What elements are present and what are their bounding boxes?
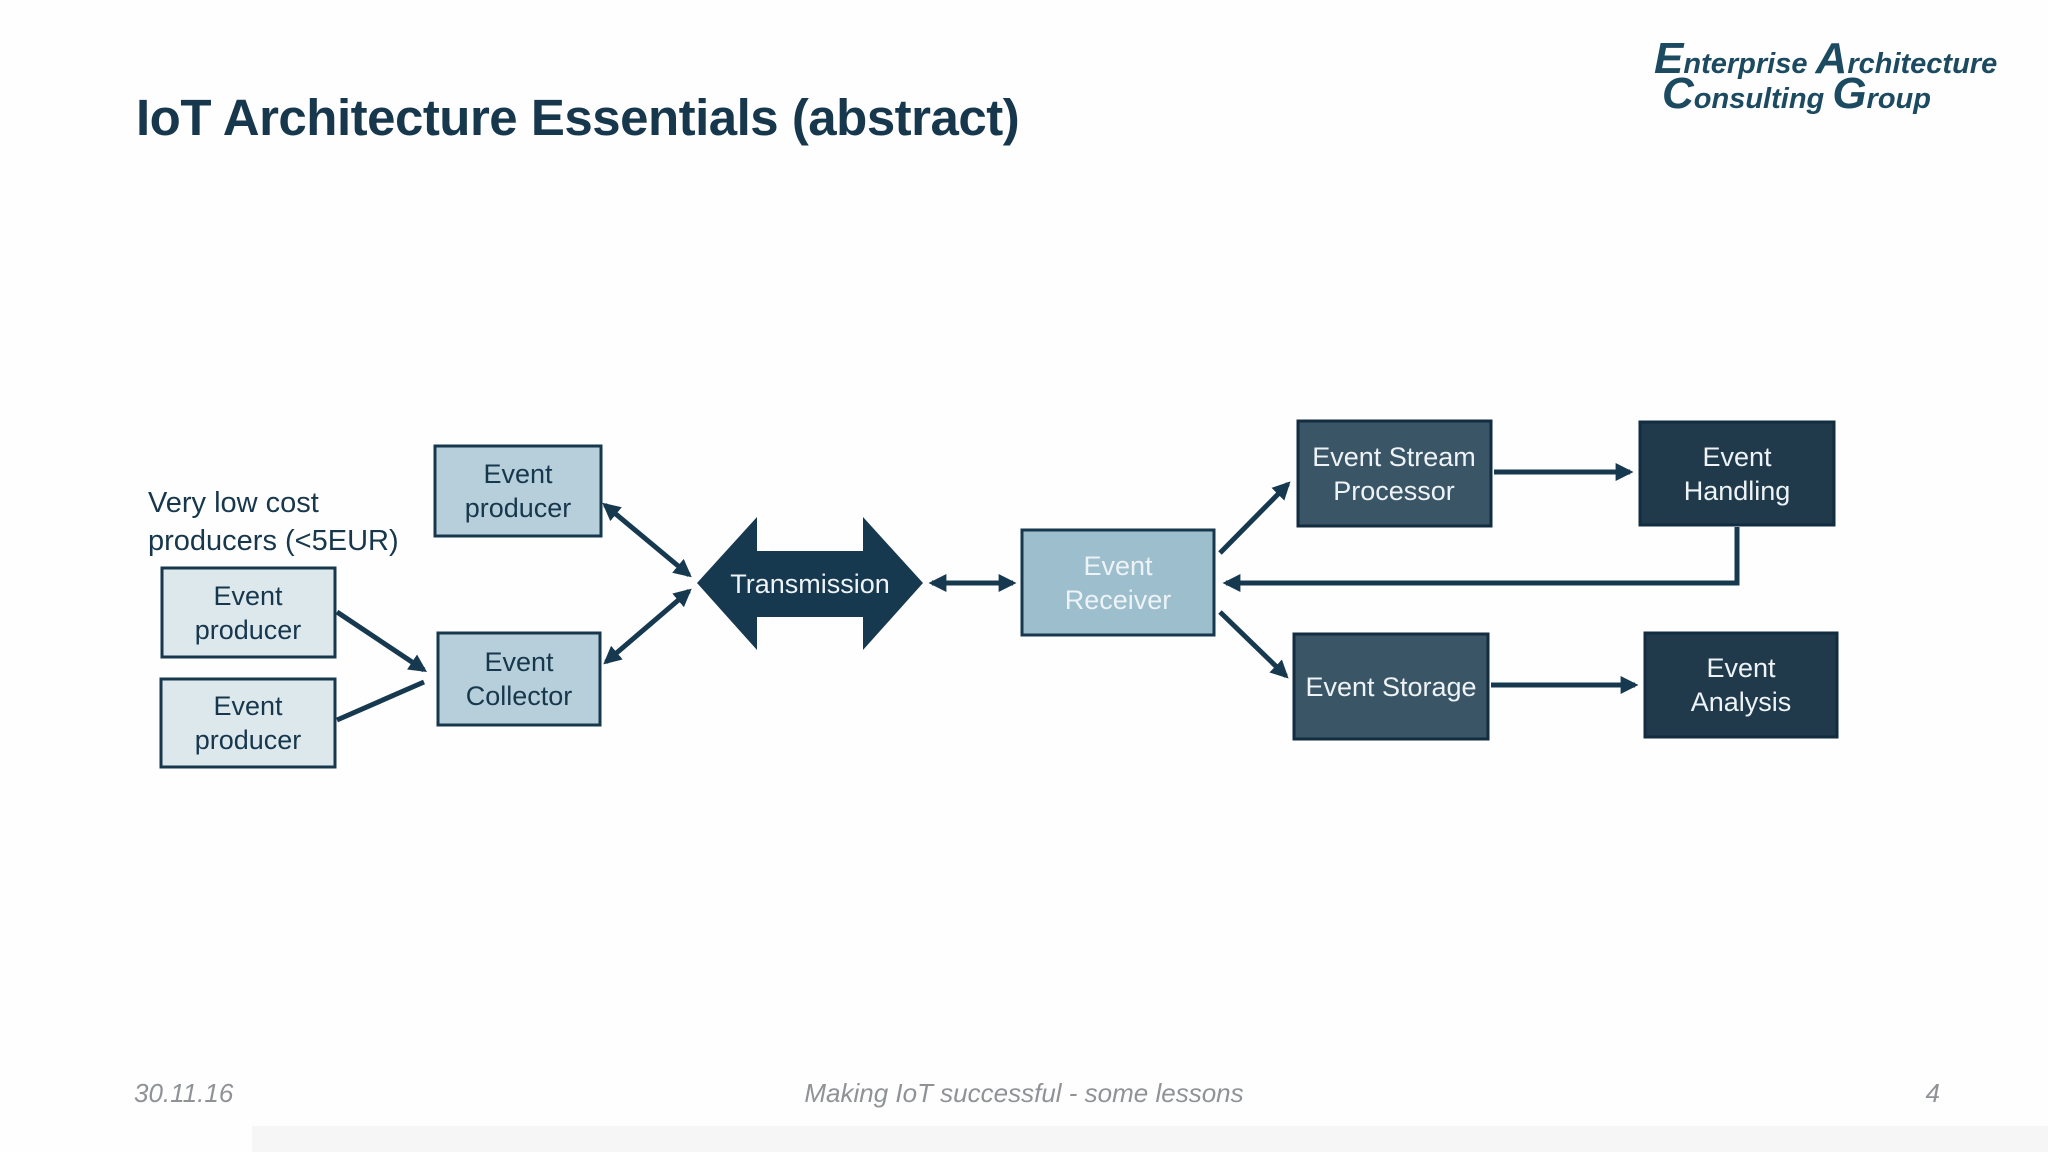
svg-text:Receiver: Receiver [1065, 585, 1172, 615]
node-transmission: Transmission [697, 517, 923, 650]
logo-cap: A [1815, 34, 1848, 83]
footer-page-number: 4 [1925, 1078, 1940, 1108]
page-title: IoT Architecture Essentials (abstract) [136, 89, 1020, 146]
svg-text:Event: Event [1706, 653, 1776, 683]
node-event-storage: Event Storage [1292, 632, 1490, 741]
svg-text:producer: producer [195, 725, 302, 755]
node-event-stream-processor: Event Stream Processor [1296, 419, 1493, 528]
edge-receiver-to-storage [1218, 610, 1289, 679]
transmission-double-arrow [697, 517, 923, 650]
company-logo: Enterprise Architecture Consulting Group [1654, 37, 1998, 116]
footer-title: Making IoT successful - some lessons [804, 1078, 1244, 1108]
edge-receiver-to-stream-processor [1218, 481, 1291, 555]
footer-date: 30.11.16 [134, 1078, 234, 1108]
logo-cap: G [1832, 69, 1867, 118]
edge-producer2-to-collector [335, 679, 426, 723]
edge-producer3-transmission [602, 502, 692, 578]
logo-text: roup [1866, 83, 1931, 115]
node-event-analysis: Event Analysis [1643, 631, 1839, 739]
svg-text:Event: Event [483, 459, 553, 489]
svg-text:producer: producer [465, 493, 572, 523]
node-event-producer-2: Event producer [159, 677, 337, 769]
edge-collector-transmission [603, 588, 692, 665]
logo-cap: E [1654, 34, 1684, 83]
bottom-band [252, 1126, 2048, 1152]
node-event-producer-1: Event producer [160, 566, 337, 659]
svg-text:Event: Event [1083, 551, 1153, 581]
svg-text:Event: Event [213, 691, 283, 721]
note-line-2: producers (<5EUR) [148, 525, 399, 557]
svg-text:Processor: Processor [1333, 476, 1455, 506]
node-event-handling: Event Handling [1638, 420, 1836, 527]
logo-text: rchitecture [1847, 48, 1998, 80]
svg-text:Event: Event [1702, 442, 1772, 472]
edge-producer1-to-collector [335, 609, 427, 673]
node-event-receiver: Event Receiver [1020, 528, 1216, 637]
node-event-producer-3: Event producer [433, 444, 603, 538]
edge-handling-feedback-to-receiver [1222, 527, 1740, 592]
svg-text:Event: Event [213, 581, 283, 611]
svg-text:Collector: Collector [466, 681, 573, 711]
svg-text:Event Stream: Event Stream [1312, 442, 1476, 472]
logo-text: nterprise [1683, 48, 1816, 80]
node-event-collector: Event Collector [436, 631, 602, 727]
logo-line-2: Consulting Group [1662, 72, 1997, 116]
low-cost-producers-note: Very low cost producers (<5EUR) [148, 484, 399, 560]
logo-text: onsulting [1693, 83, 1833, 115]
note-line-1: Very low cost [148, 487, 319, 519]
svg-text:Transmission: Transmission [730, 569, 890, 599]
svg-text:Handling: Handling [1684, 476, 1791, 506]
svg-text:producer: producer [195, 615, 302, 645]
logo-cap: C [1662, 69, 1694, 118]
svg-text:Event: Event [484, 647, 554, 677]
svg-text:Event Storage: Event Storage [1305, 672, 1476, 702]
svg-text:Analysis: Analysis [1691, 687, 1792, 717]
logo-line-1: Enterprise Architecture [1654, 37, 1998, 81]
